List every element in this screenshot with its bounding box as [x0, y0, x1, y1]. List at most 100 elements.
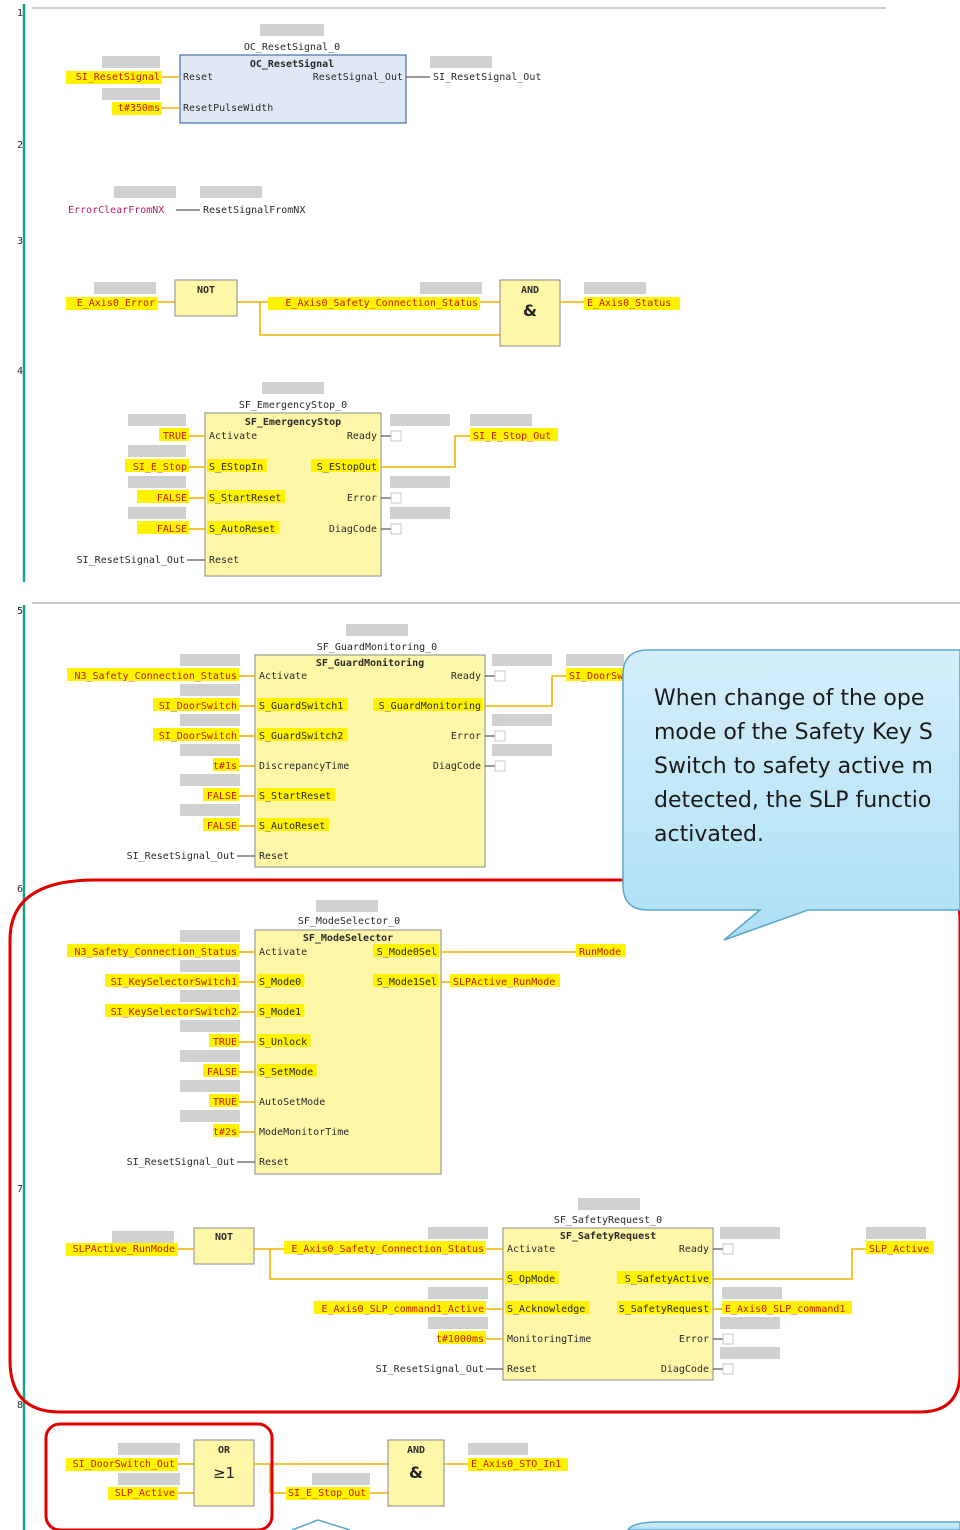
pin-label: Ready [347, 431, 377, 442]
not-block[interactable] [174, 279, 238, 317]
variable-input[interactable]: FALSE [157, 524, 187, 535]
variable-input[interactable]: SI_ResetSignal_Out [127, 851, 235, 862]
pin-label: S_AutoReset [259, 821, 325, 832]
variable-input[interactable]: TRUE [213, 1037, 237, 1048]
rung-number-3: 3 [17, 236, 23, 247]
not-block[interactable] [193, 1227, 255, 1265]
pin-label: S_SafetyActive [625, 1274, 709, 1285]
variable-input[interactable]: SI_E_Stop_Out [288, 1488, 366, 1499]
variable-output[interactable]: E_Axis0_STO_In1 [471, 1459, 561, 1470]
variable-input[interactable]: SI_KeySelectorSwitch2 [111, 1007, 237, 1018]
variable-input[interactable]: SLPActive_RunMode [73, 1244, 175, 1255]
variable-input[interactable]: SI_DoorSwitch_Out [73, 1459, 175, 1470]
sf-guardmonitoring-instance: SF_GuardMonitoring_0 [317, 642, 437, 653]
variable-output[interactable]: RunMode [579, 947, 621, 958]
sf-modeselector-type: SF_ModeSelector [303, 933, 393, 944]
pin-label: S_SafetyRequest [619, 1304, 709, 1315]
variable-output[interactable]: SLPActive_RunMode [453, 977, 555, 988]
variable-output[interactable]: SLP_Active [869, 1244, 929, 1255]
pin-label: Reset [183, 72, 213, 83]
variable-input[interactable]: E_Axis0_Error [77, 298, 155, 309]
variable-input[interactable]: N3_Safety_Connection_Status [74, 947, 237, 958]
pin-label: AutoSetMode [259, 1097, 325, 1108]
pin-label: S_OpMode [507, 1274, 555, 1285]
variable-input[interactable]: TRUE [163, 431, 187, 442]
pin-label: MonitoringTime [507, 1334, 591, 1345]
not-label: NOT [215, 1232, 233, 1243]
callout-pointer-bottom [291, 1519, 351, 1530]
pin-label: S_Mode1 [259, 1007, 301, 1018]
variable-input[interactable]: SLP_Active [115, 1488, 175, 1499]
variable-output[interactable]: E_Axis0_SLP_command1 [725, 1304, 845, 1315]
variable-input[interactable]: N3_Safety_Connection_Status [74, 671, 237, 682]
callout-line: detected, the SLP functio [654, 788, 932, 813]
callout-line: activated. [654, 822, 764, 847]
rung-number-1: 1 [17, 8, 23, 19]
variable-output[interactable]: E_Axis0_Status [587, 298, 671, 309]
pin-label: Ready [451, 671, 481, 682]
pin-label: Reset [259, 851, 289, 862]
pin-label: DiagCode [329, 524, 377, 535]
pin-label: DiscrepancyTime [259, 761, 349, 772]
and-block[interactable] [387, 1439, 445, 1507]
sf-emergencystop-type: SF_EmergencyStop [245, 417, 341, 428]
sf-safetyrequest-instance: SF_SafetyRequest_0 [554, 1215, 662, 1226]
pin-label: S_AutoReset [209, 524, 275, 535]
variable-input[interactable]: SI_ResetSignal_Out [376, 1364, 484, 1375]
highlight-frame [44, 1422, 274, 1530]
callout-bubble [622, 649, 960, 941]
variable-input[interactable]: t#1000ms [436, 1334, 484, 1345]
sf-safetyrequest-type: SF_SafetyRequest [560, 1231, 656, 1242]
and-label: AND [521, 285, 539, 296]
variable-input[interactable]: E_Axis0_Safety_Connection_Status [285, 298, 478, 309]
variable-input[interactable]: SI_ResetSignal [76, 72, 160, 83]
variable-input[interactable]: SI_ResetSignal_Out [77, 555, 185, 566]
or-label: OR [218, 1445, 231, 1456]
callout-bubble-bottom [627, 1521, 960, 1530]
oc-resetsignal-type: OC_ResetSignal [250, 58, 334, 70]
variable-input[interactable]: t#350ms [118, 103, 160, 114]
variable-input[interactable]: SI_ResetSignal_Out [127, 1157, 235, 1168]
pin-label: Error [451, 731, 481, 742]
and-block[interactable] [499, 279, 561, 347]
pin-label: Error [679, 1334, 709, 1345]
rung-number-6: 6 [17, 884, 23, 895]
pin-label: Activate [259, 947, 307, 958]
variable-input[interactable]: FALSE [207, 821, 237, 832]
oc-resetsignal-block[interactable] [179, 54, 407, 124]
variable-output[interactable]: SI_DoorSw [569, 671, 624, 682]
variable-input[interactable]: t#1s [213, 761, 237, 772]
variable-output[interactable]: ResetSignalFromNX [203, 205, 305, 216]
pin-label: Activate [259, 671, 307, 682]
sf-guardmonitoring-block[interactable] [254, 654, 486, 868]
sf-emergencystop-instance: SF_EmergencyStop_0 [239, 400, 347, 411]
callout-line: When change of the ope [654, 686, 925, 711]
variable-input[interactable]: FALSE [207, 1067, 237, 1078]
variable-input[interactable]: E_Axis0_Safety_Connection_Status [291, 1244, 484, 1255]
variable-output[interactable]: SI_E_Stop_Out [473, 431, 551, 442]
and-symbol: & [409, 1463, 423, 1482]
pin-label: DiagCode [661, 1364, 709, 1375]
variable-input[interactable]: SI_DoorSwitch [159, 701, 237, 712]
variable-input[interactable]: E_Axis0_SLP_command1_Active [321, 1304, 484, 1315]
variable-input[interactable]: SI_E_Stop [133, 462, 187, 473]
variable-input[interactable]: FALSE [157, 493, 187, 504]
or-block[interactable] [193, 1439, 255, 1507]
rung-number-7: 7 [17, 1184, 23, 1195]
pin-label: S_StartReset [209, 493, 281, 504]
variable-input[interactable]: ErrorClearFromNX [68, 205, 164, 216]
variable-input[interactable]: SI_KeySelectorSwitch1 [111, 977, 237, 988]
pin-label: S_Mode1Sel [377, 977, 437, 988]
variable-input[interactable]: FALSE [207, 791, 237, 802]
and-symbol: & [523, 301, 537, 320]
or-symbol: ≥1 [213, 1464, 235, 1482]
variable-input[interactable]: TRUE [213, 1097, 237, 1108]
rung-number-5: 5 [17, 606, 23, 617]
pin-label: Activate [507, 1244, 555, 1255]
variable-input[interactable]: t#2s [213, 1127, 237, 1138]
pin-label: S_EStopIn [209, 462, 263, 473]
pin-label: S_Acknowledge [507, 1304, 585, 1315]
variable-output[interactable]: SI_ResetSignal_Out [433, 72, 541, 83]
sf-modeselector-block[interactable] [254, 929, 442, 1175]
variable-input[interactable]: SI_DoorSwitch [159, 731, 237, 742]
